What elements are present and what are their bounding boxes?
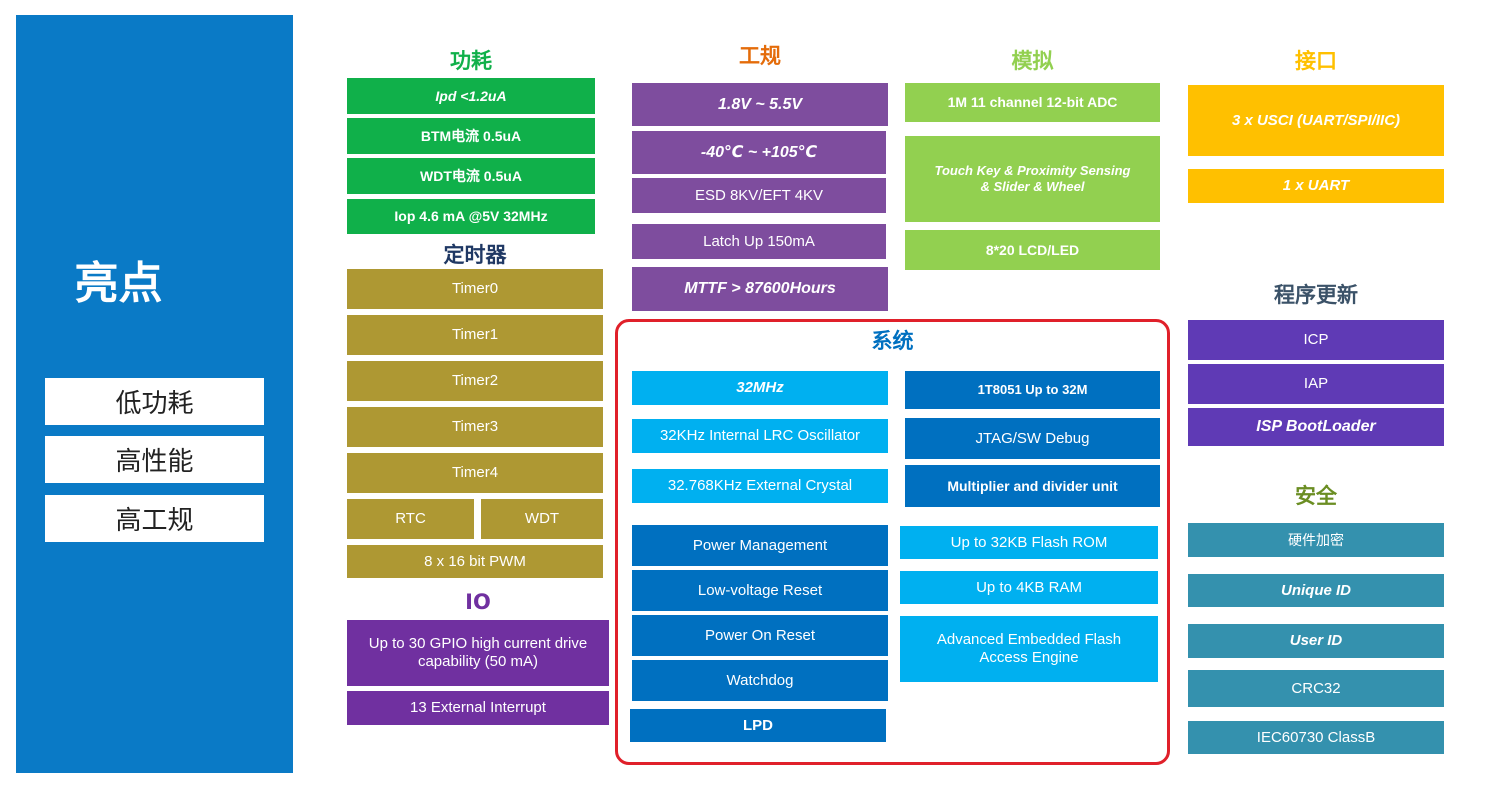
system-lrc-oscillator: 32KHz Internal LRC Oscillator [632,419,888,453]
system-power-management: Power Management [632,525,888,566]
update-iap: IAP [1188,364,1444,404]
io-header: IO [465,590,491,614]
highlight-item-low-power: 低功耗 [45,378,264,425]
system-core-8051: 1T8051 Up to 32M [905,371,1160,409]
power-item-btm: BTM电流 0.5uA [347,118,595,154]
timer-item-0: Timer0 [347,269,603,309]
analog-lcd: 8*20 LCD/LED [905,230,1160,270]
industrial-item-latchup: Latch Up 150mA [632,224,886,259]
timer-pwm: 8 x 16 bit PWM [347,545,603,578]
timer-item-2: Timer2 [347,361,603,401]
industrial-header: 工规 [739,44,781,68]
update-isp-bootloader: ISP BootLoader [1188,408,1444,446]
interface-uart: 1 x UART [1188,169,1444,203]
power-header: 功耗 [450,49,492,73]
system-ram: Up to 4KB RAM [900,571,1158,604]
power-item-iop: Iop 4.6 mA @5V 32MHz [347,199,595,234]
highlights-panel: 亮点 低功耗 高性能 高工规 [16,15,293,773]
power-item-wdt: WDT电流 0.5uA [347,158,595,194]
security-hw-encryption: 硬件加密 [1188,523,1444,557]
system-clock-32mhz: 32MHz [632,371,888,405]
security-header: 安全 [1295,484,1337,508]
system-header: 系统 [871,329,914,353]
io-gpio: Up to 30 GPIO high current drive capabil… [347,620,609,686]
timer-item-1: Timer1 [347,315,603,355]
timer-header: 定时器 [443,243,507,267]
interface-header: 接口 [1295,49,1337,73]
industrial-item-temperature: -40℃ ~ +105℃ [632,131,886,174]
industrial-item-voltage: 1.8V ~ 5.5V [632,83,888,126]
highlight-item-high-performance: 高性能 [45,436,264,483]
analog-adc: 1M 11 channel 12-bit ADC [905,83,1160,122]
analog-touch: Touch Key & Proximity Sensing & Slider &… [905,136,1160,222]
system-flash-rom: Up to 32KB Flash ROM [900,526,1158,559]
timer-rtc: RTC [347,499,474,539]
system-jtag-debug: JTAG/SW Debug [905,418,1160,459]
interface-usci: 3 x USCI (UART/SPI/IIC) [1188,85,1444,156]
analog-header: 模拟 [1011,49,1054,73]
io-interrupt: 13 External Interrupt [347,691,609,725]
industrial-item-mttf: MTTF > 87600Hours [632,267,888,311]
system-multiplier-divider: Multiplier and divider unit [905,465,1160,507]
system-flash-access-engine: Advanced Embedded Flash Access Engine [900,616,1158,682]
security-user-id: User ID [1188,624,1444,658]
system-lpd: LPD [630,709,886,742]
highlight-item-industrial-grade: 高工规 [45,495,264,542]
system-watchdog: Watchdog [632,660,888,701]
system-low-voltage-reset: Low-voltage Reset [632,570,888,611]
system-frame [615,319,1170,765]
industrial-item-esd: ESD 8KV/EFT 4KV [632,178,886,213]
timer-item-3: Timer3 [347,407,603,447]
update-header: 程序更新 [1274,283,1358,307]
update-icp: ICP [1188,320,1444,360]
timer-item-4: Timer4 [347,453,603,493]
security-unique-id: Unique ID [1188,574,1444,607]
power-item-ipd: Ipd <1.2uA [347,78,595,114]
timer-wdt: WDT [481,499,603,539]
security-iec60730: IEC60730 ClassB [1188,721,1444,754]
security-crc32: CRC32 [1188,670,1444,707]
system-power-on-reset: Power On Reset [632,615,888,656]
highlights-title: 亮点 [74,258,163,309]
system-external-crystal: 32.768KHz External Crystal [632,469,888,503]
